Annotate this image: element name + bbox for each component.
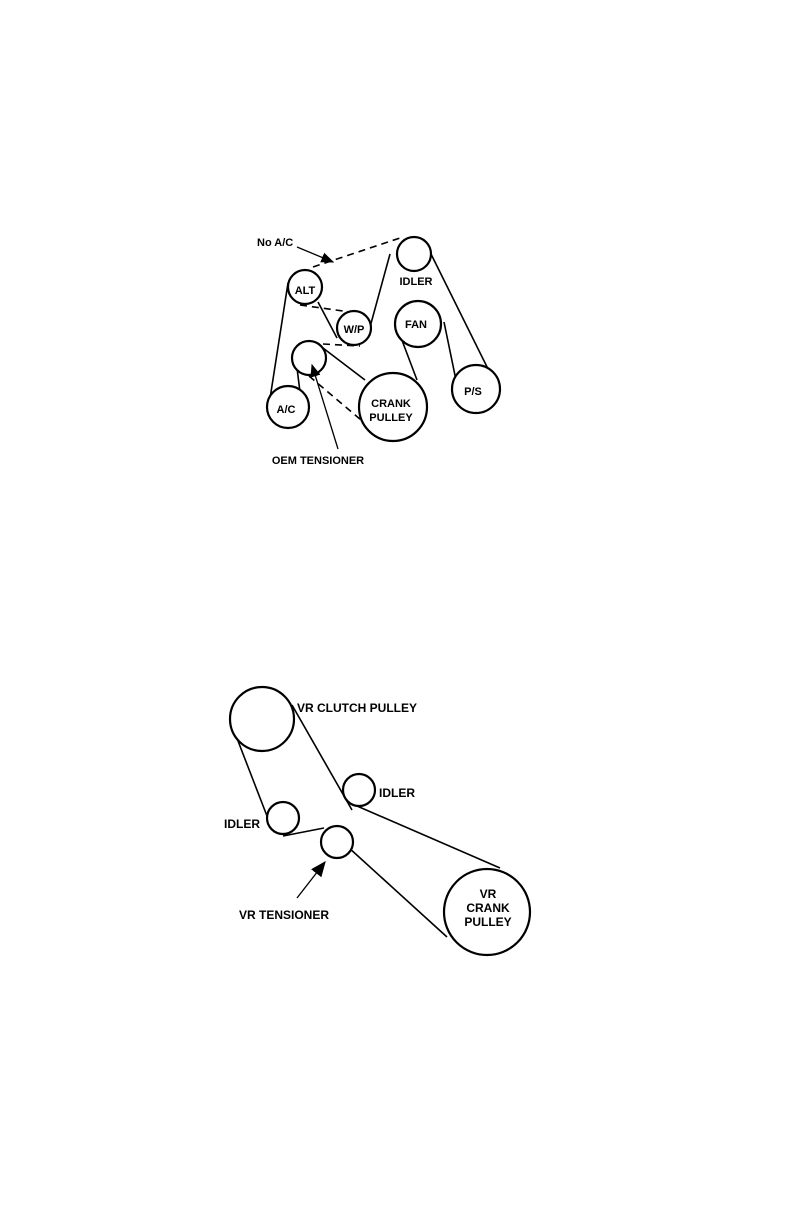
vr-crank-label-line1: VR xyxy=(480,887,497,901)
oem-tensioner-pointer-arrow xyxy=(312,365,338,449)
vr-clutch-pulley xyxy=(230,687,294,751)
no-ac-pointer-arrow xyxy=(297,247,333,262)
vr-crank-label-line2: CRANK xyxy=(466,901,510,915)
vr-tensioner-pulley xyxy=(321,826,353,858)
idler-pulley xyxy=(397,237,431,271)
crank-label-line1: CRANK xyxy=(371,398,411,410)
vr-idler-right-label: IDLER xyxy=(379,786,415,800)
oem-belt-diagram: No A/C ALT IDLER W/P FAN A/C CRANK PULLE… xyxy=(257,237,500,467)
vr-crank-label-line3: PULLEY xyxy=(464,915,511,929)
alt-label: ALT xyxy=(295,285,316,297)
vr-idler-pulley-left xyxy=(267,802,299,834)
vr-idler-left-label: IDLER xyxy=(224,817,260,831)
vr-clutch-pulley-label: VR CLUTCH PULLEY xyxy=(297,701,417,715)
fan-label: FAN xyxy=(405,319,427,331)
vr-belt-diagram: VR CLUTCH PULLEY IDLER IDLER VR TENSIONE… xyxy=(224,687,530,955)
no-ac-label: No A/C xyxy=(257,237,293,249)
crank-label-line2: PULLEY xyxy=(369,412,413,424)
idler-label: IDLER xyxy=(400,276,433,288)
ps-label: P/S xyxy=(464,386,482,398)
vr-tensioner-label: VR TENSIONER xyxy=(239,908,329,922)
vr-tensioner-pointer-arrow xyxy=(297,862,325,898)
ac-label: A/C xyxy=(277,404,296,416)
wp-label: W/P xyxy=(344,324,365,336)
oem-tensioner-label: OEM TENSIONER xyxy=(272,455,364,467)
vr-idler-pulley-right xyxy=(343,774,375,806)
oem-tensioner-pulley xyxy=(292,341,326,375)
